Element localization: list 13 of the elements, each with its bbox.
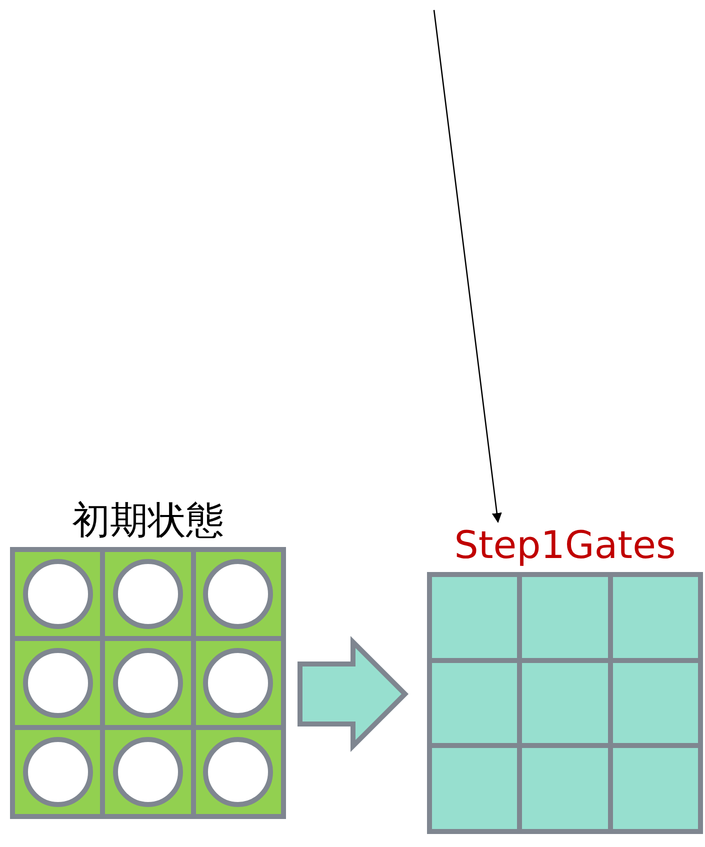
grid-cell — [612, 748, 698, 829]
grid-heading: Step1Gates — [453, 522, 677, 568]
grid-cell — [432, 748, 518, 829]
grid-cell — [432, 577, 518, 658]
grid-cell — [522, 577, 608, 658]
grid-heading: 初期状態 — [71, 497, 225, 543]
arrow — [433, 10, 502, 523]
grid-cell — [432, 662, 518, 744]
grid-cell — [612, 577, 698, 658]
grid-cell — [612, 662, 698, 744]
grid-cell — [522, 662, 608, 744]
grid-cell — [522, 748, 608, 829]
block-arrow — [298, 636, 409, 752]
